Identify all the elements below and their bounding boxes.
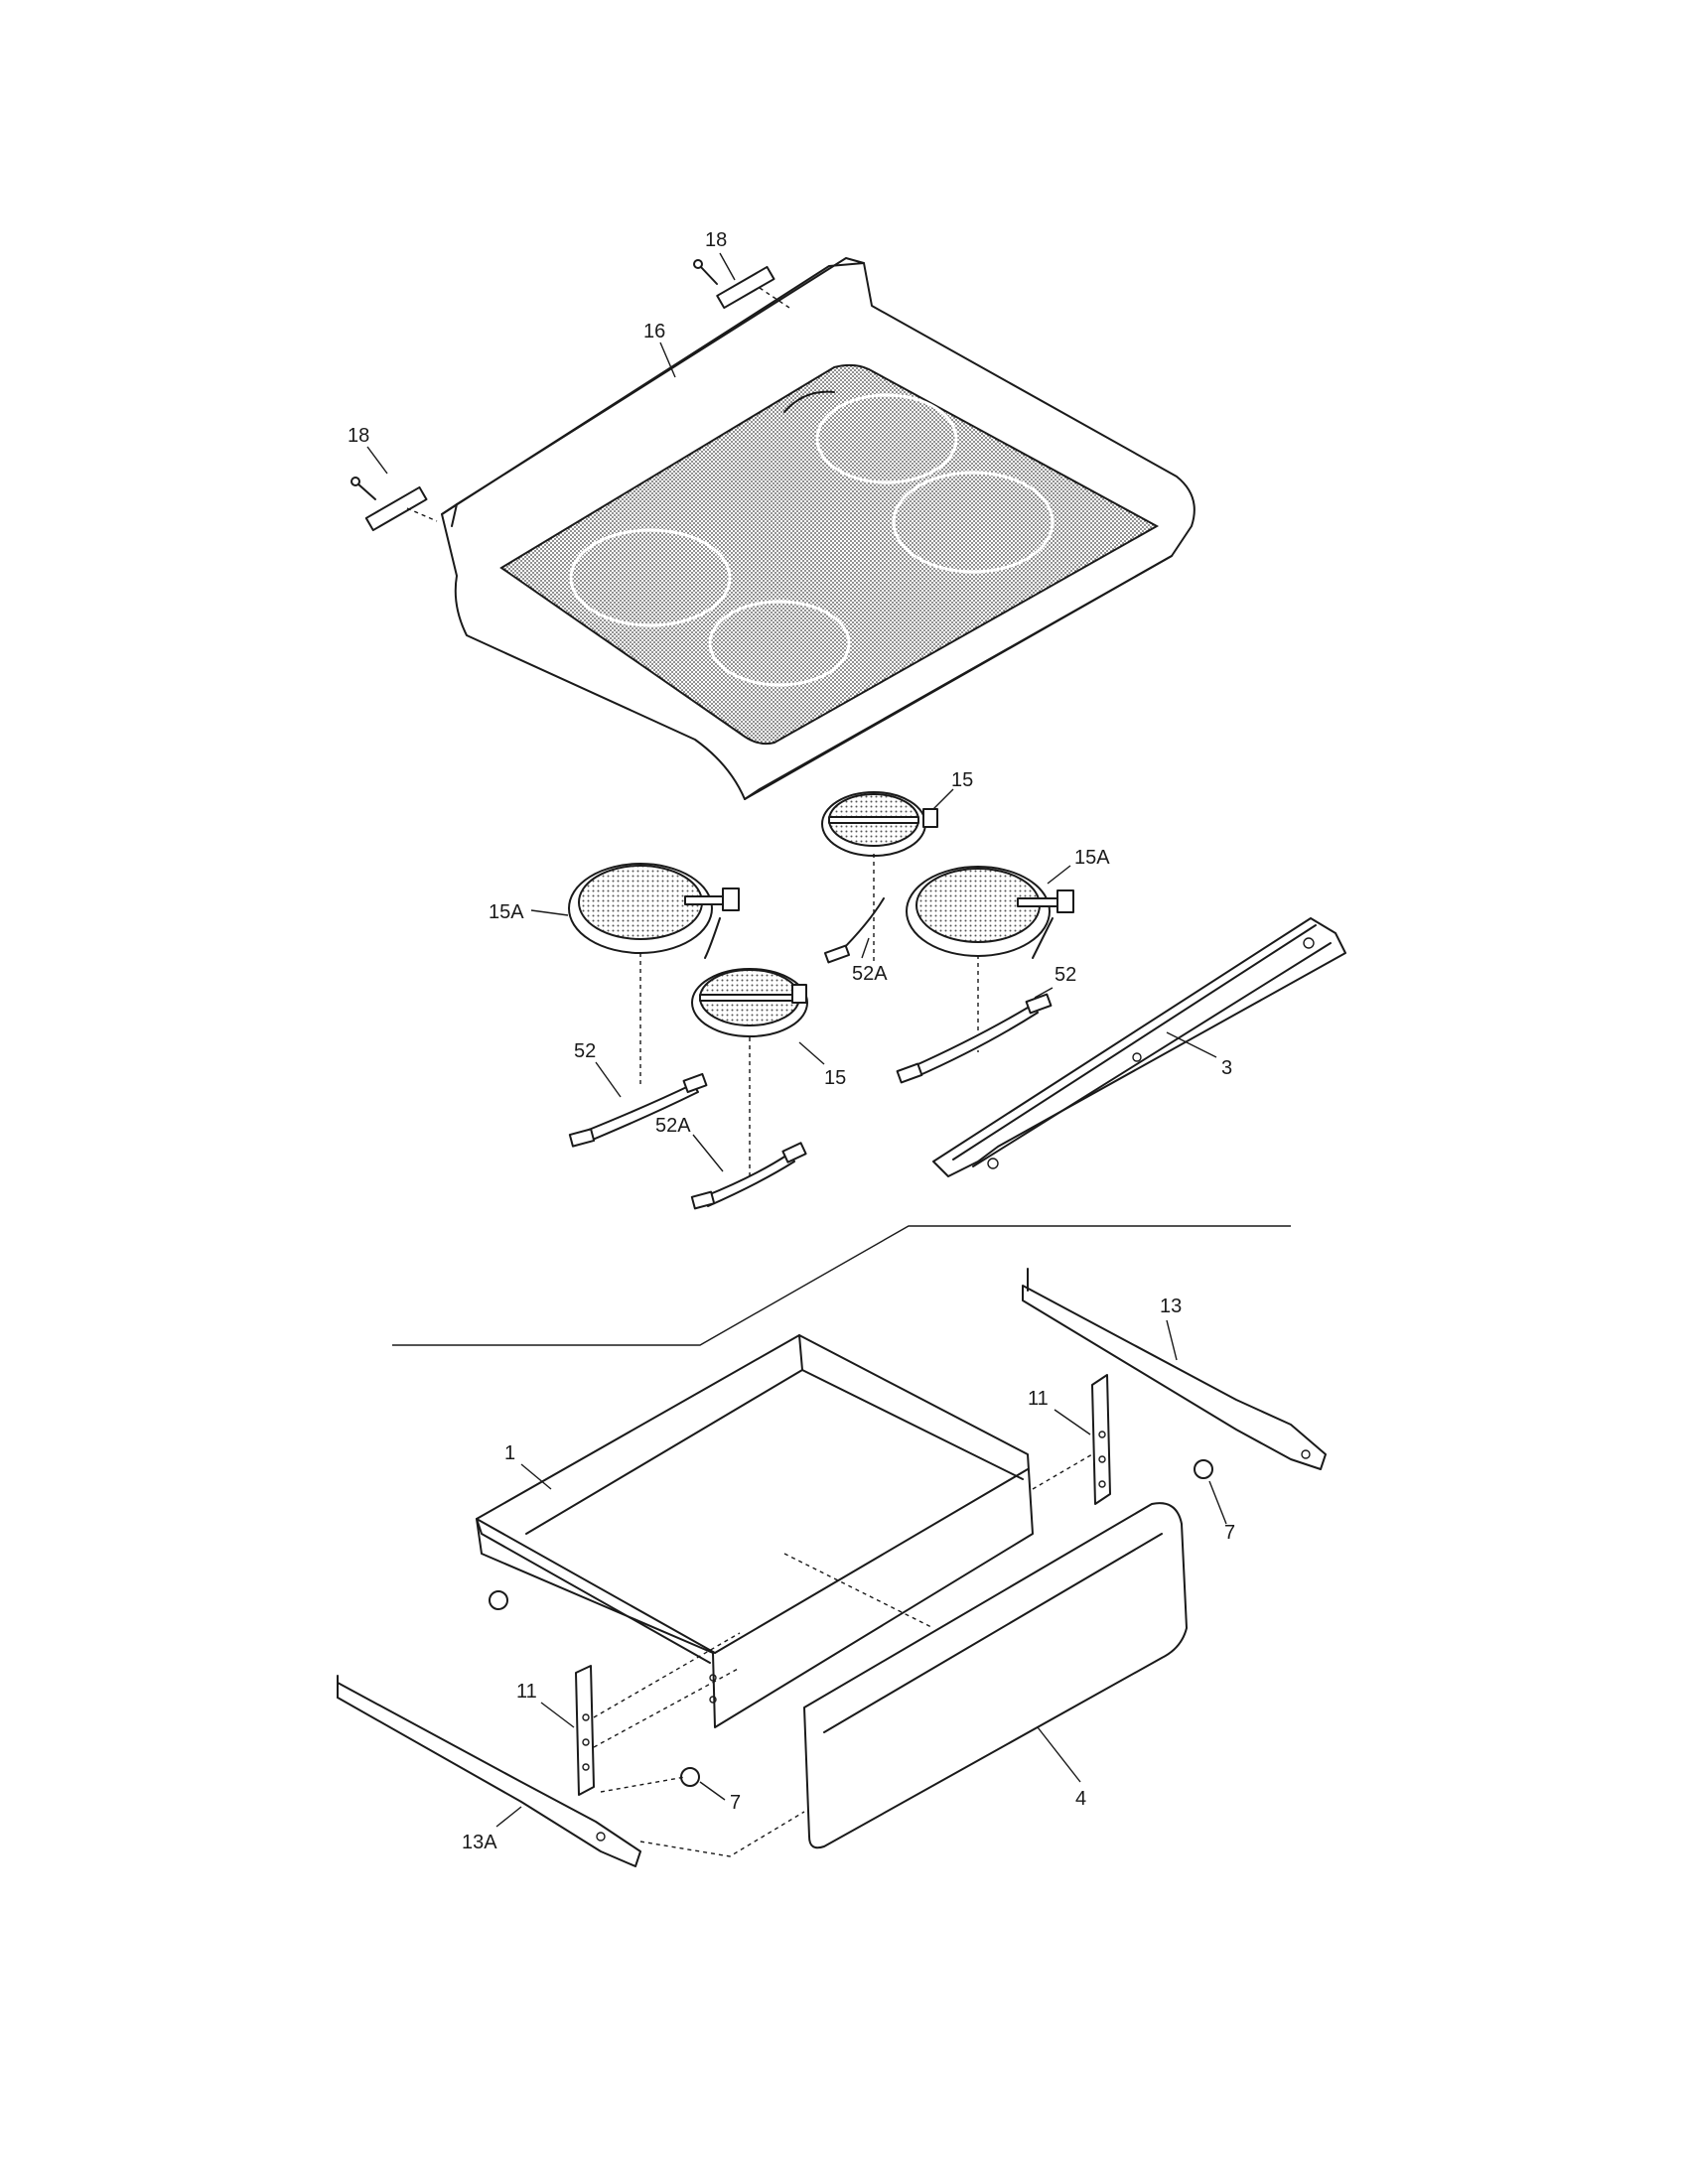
knob-boss: [783, 390, 835, 413]
strap-52a-low: [690, 1142, 807, 1210]
roller-7-right: [1194, 1459, 1213, 1479]
backguard-edge: [441, 257, 865, 515]
label-15-low: 15: [824, 1067, 846, 1089]
label-52-right: 52: [1055, 964, 1076, 986]
section-divider: [392, 1225, 1291, 1346]
burner-ring-front: [708, 600, 851, 687]
cooktop-assembly: [441, 257, 1196, 800]
element-15a-left: [568, 863, 740, 1087]
leader-15-low: [798, 1041, 825, 1065]
drawer-1: [476, 1334, 1034, 1728]
bracket-icon: [575, 1665, 595, 1796]
element-15-low: [691, 968, 808, 1176]
drawer-icon: [476, 1334, 1034, 1728]
leader-11-left: [540, 1702, 575, 1728]
label-11-left: 11: [516, 1681, 537, 1703]
label-7-right: 7: [1224, 1522, 1235, 1544]
bracket-icon: [716, 265, 775, 310]
backguard-top: [451, 503, 458, 527]
label-13a: 13A: [462, 1832, 497, 1853]
drawer-front-guide: [639, 1811, 805, 1857]
leader-18-right: [719, 252, 736, 281]
leader-13a: [495, 1806, 522, 1828]
label-15-top: 15: [951, 769, 973, 791]
rail-icon: [337, 1682, 641, 1867]
bracket-guide-left: [406, 507, 438, 522]
element-15a-right: [906, 866, 1074, 1052]
leader-16: [659, 341, 676, 378]
rail-3: [932, 917, 1346, 1177]
screw-icon: [699, 265, 718, 285]
label-3: 3: [1221, 1057, 1232, 1079]
label-18-right: 18: [705, 229, 727, 251]
label-13: 13: [1160, 1296, 1182, 1317]
label-1: 1: [504, 1442, 515, 1464]
element-icon: [578, 865, 703, 940]
leader-7-left: [699, 1781, 726, 1801]
roller-icon: [489, 1590, 508, 1610]
label-52a-low: 52A: [655, 1115, 691, 1137]
rail-13: [1022, 1268, 1327, 1470]
element-15-top: [821, 791, 938, 963]
leader-52a-low: [692, 1134, 724, 1172]
strap-icon: [583, 1083, 699, 1143]
leader-52a-mid: [861, 937, 870, 959]
bracket-left: [351, 477, 438, 532]
leader-52-left: [595, 1061, 622, 1098]
strap-52-left: [568, 1072, 708, 1148]
label-7-left: 7: [730, 1792, 741, 1814]
screw-head: [693, 259, 703, 269]
leader-13: [1166, 1319, 1178, 1361]
label-52a-mid: 52A: [852, 963, 888, 985]
label-15a-left: 15A: [489, 901, 524, 923]
rail-icon: [1022, 1285, 1327, 1470]
burner-ring-left: [569, 528, 732, 627]
leader-52-right: [1034, 987, 1054, 999]
leader-7-right: [1208, 1480, 1227, 1525]
rail-13a: [337, 1675, 641, 1867]
label-15a-right: 15A: [1074, 847, 1110, 869]
leader-3: [1166, 1031, 1217, 1058]
leader-1: [520, 1463, 552, 1490]
label-4: 4: [1075, 1788, 1086, 1810]
bracket-icon: [364, 485, 428, 532]
label-18-left: 18: [348, 425, 369, 447]
bracket-right: [693, 259, 790, 310]
cooktop-front-lip: [744, 555, 1173, 800]
leader-15a-left: [530, 909, 569, 916]
bracket-icon: [1091, 1374, 1111, 1505]
leader-11-right: [1054, 1409, 1091, 1435]
strap-52a-mid: [823, 897, 885, 964]
screw-icon: [356, 482, 376, 500]
leader-15-top: [932, 788, 954, 810]
bracket-11-right: [1032, 1374, 1111, 1505]
screw-head: [351, 477, 360, 486]
leader-15a-right: [1047, 865, 1071, 885]
label-52-left: 52: [574, 1040, 596, 1062]
burner-ring-back-right: [815, 393, 958, 484]
leader-4: [1037, 1726, 1081, 1783]
drawer-front-4: [803, 1502, 1188, 1849]
bracket-guide-right: [759, 287, 790, 309]
strap-icon: [911, 1004, 1039, 1078]
rail-icon: [932, 917, 1346, 1177]
label-16: 16: [643, 321, 665, 342]
leader-18-left: [366, 446, 388, 475]
burner-ring-right: [892, 471, 1055, 574]
roller-7-left: [680, 1767, 700, 1787]
strap-icon: [704, 1153, 795, 1207]
roller-guide-left: [600, 1776, 686, 1793]
label-11-right: 11: [1028, 1388, 1049, 1410]
strap-52-right: [896, 993, 1053, 1084]
bracket-11-left: [575, 1632, 741, 1796]
glass-cooktop: [499, 363, 1160, 746]
